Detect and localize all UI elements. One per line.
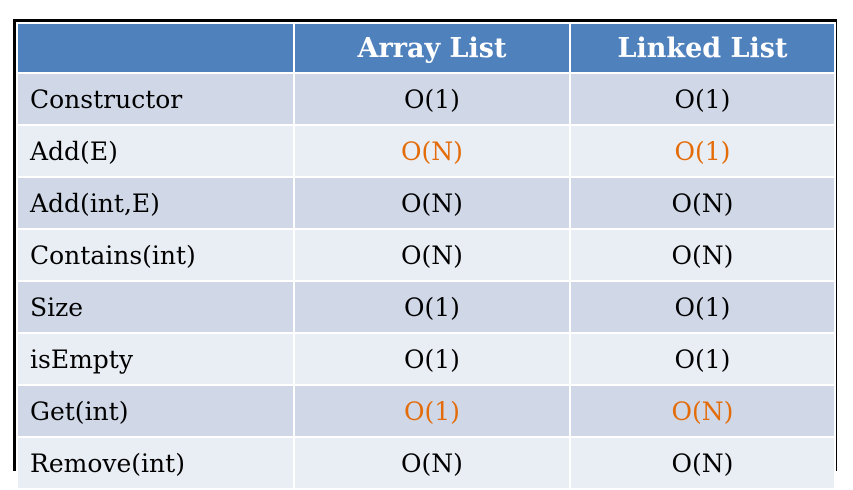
linked-list-complexity-cell: O(N): [569, 436, 836, 490]
array-list-complexity-cell: O(1): [293, 384, 571, 438]
linked-list-complexity-cell: O(1): [569, 332, 836, 386]
array-list-complexity-cell: O(N): [293, 124, 571, 178]
linked-list-complexity-cell: O(N): [569, 176, 836, 230]
linked-list-complexity-cell: O(1): [569, 280, 836, 334]
operation-cell: Remove(int): [16, 436, 295, 490]
operation-cell: Add(E): [16, 124, 295, 178]
operation-cell: Get(int): [16, 384, 295, 438]
table-row: Add(E)O(N)O(1): [16, 124, 836, 178]
array-list-complexity-cell: O(N): [293, 176, 571, 230]
array-list-complexity-cell: O(1): [293, 72, 571, 126]
operation-cell: isEmpty: [16, 332, 295, 386]
linked-list-complexity-cell: O(N): [569, 228, 836, 282]
table-header-row: Array List Linked List: [16, 22, 836, 74]
array-list-complexity-cell: O(N): [293, 228, 571, 282]
header-array-list: Array List: [293, 22, 571, 74]
array-list-complexity-cell: O(1): [293, 332, 571, 386]
table-row: Remove(int)O(N)O(N): [16, 436, 836, 490]
linked-list-complexity-cell: O(1): [569, 124, 836, 178]
table-row: Add(int,E)O(N)O(N): [16, 176, 836, 230]
operation-cell: Contains(int): [16, 228, 295, 282]
array-list-complexity-cell: O(N): [293, 436, 571, 490]
table-row: Contains(int)O(N)O(N): [16, 228, 836, 282]
array-list-complexity-cell: O(1): [293, 280, 571, 334]
operation-cell: Constructor: [16, 72, 295, 126]
linked-list-complexity-cell: O(1): [569, 72, 836, 126]
header-corner-cell: [16, 22, 295, 74]
operation-cell: Size: [16, 280, 295, 334]
table-row: Get(int)O(1)O(N): [16, 384, 836, 438]
linked-list-complexity-cell: O(N): [569, 384, 836, 438]
header-linked-list: Linked List: [569, 22, 836, 74]
operation-cell: Add(int,E): [16, 176, 295, 230]
